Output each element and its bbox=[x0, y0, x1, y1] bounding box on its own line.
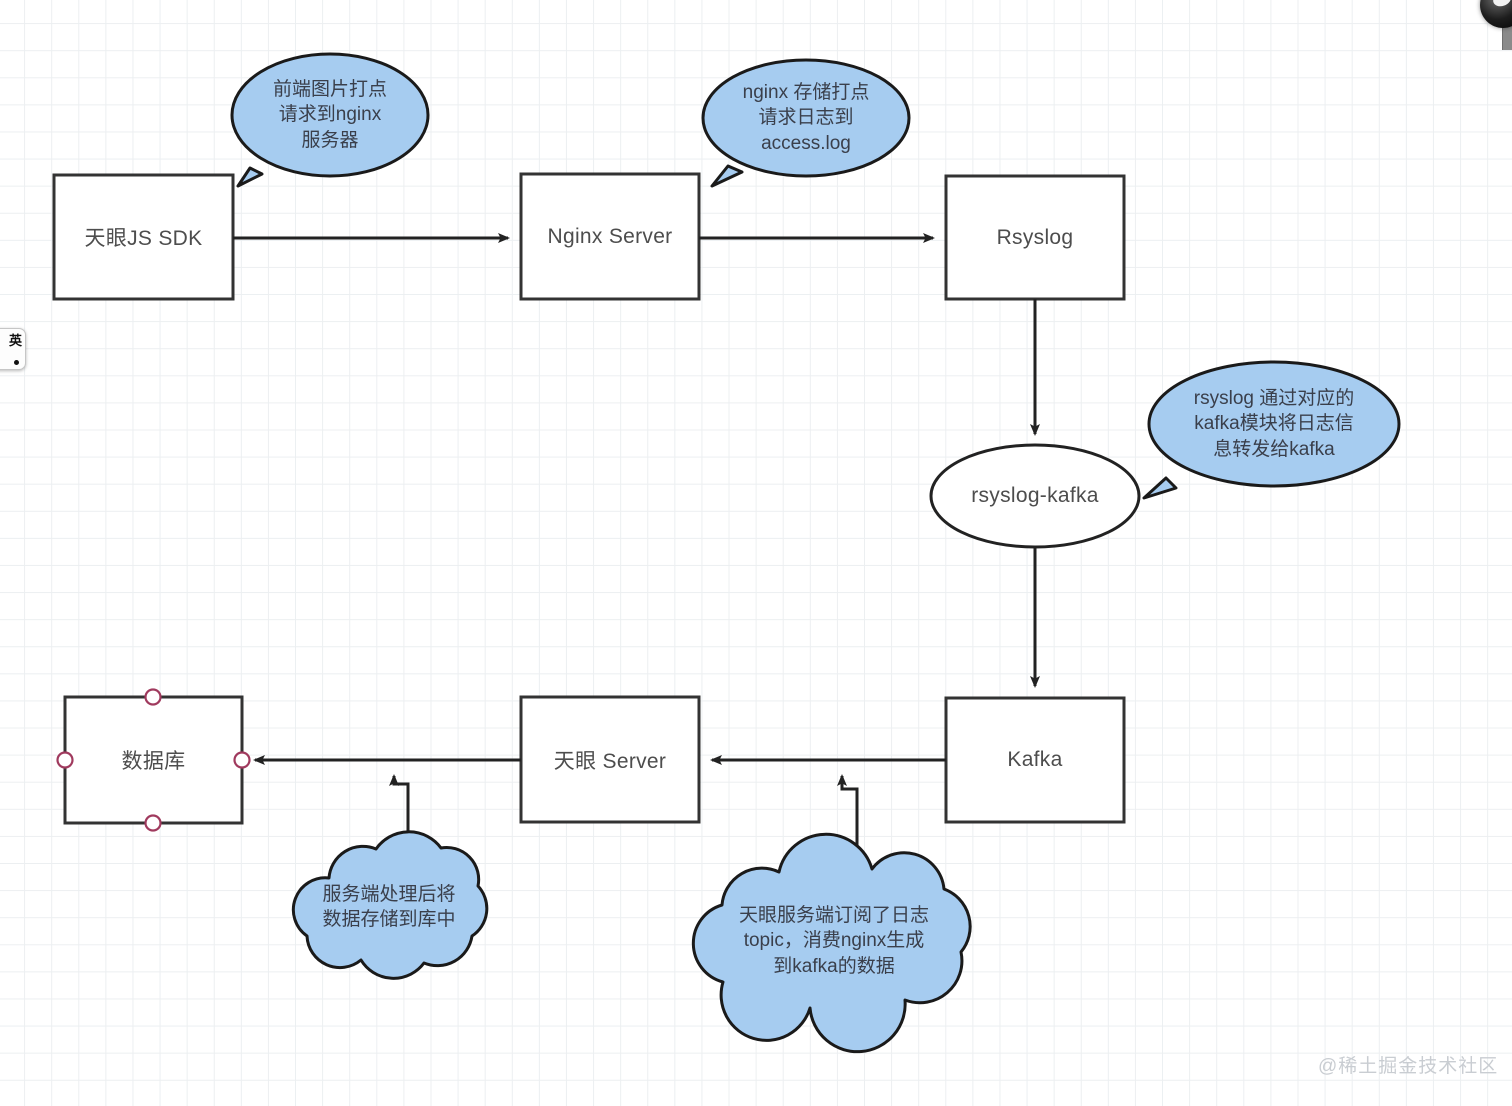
node-tianyan-server[interactable] bbox=[519, 695, 701, 824]
node-rsyslog-kafka[interactable] bbox=[929, 443, 1141, 549]
resize-handle-left[interactable] bbox=[56, 751, 74, 769]
ime-status-widget[interactable]: ✒ 英 m bbox=[0, 328, 26, 370]
resize-handle-right[interactable] bbox=[233, 751, 251, 769]
callout-server-store-db[interactable] bbox=[291, 830, 489, 980]
callout-rsyslog-forward[interactable] bbox=[1142, 360, 1401, 500]
ime-indicator-dot bbox=[14, 360, 19, 365]
callout-tianyan-subscribe-topic[interactable] bbox=[691, 832, 972, 1054]
callout-nginx-access-log[interactable] bbox=[701, 58, 911, 188]
edge-cloud-kafka-note[interactable] bbox=[837, 774, 859, 890]
node-nginx[interactable] bbox=[519, 172, 701, 301]
node-kafka[interactable] bbox=[944, 696, 1126, 824]
callout-frontend-tracking[interactable] bbox=[230, 52, 430, 188]
node-sdk[interactable] bbox=[52, 173, 235, 301]
ime-mode-label: 英 bbox=[8, 333, 22, 348]
resize-handle-top[interactable] bbox=[144, 688, 162, 706]
edge-cloud-db-note[interactable] bbox=[389, 774, 410, 861]
watermark: @稀土掘金技术社区 bbox=[1318, 1056, 1499, 1077]
node-rsyslog[interactable] bbox=[944, 174, 1126, 301]
resize-handle-bottom[interactable] bbox=[144, 814, 162, 832]
scroll-thumb[interactable] bbox=[1502, 24, 1512, 50]
node-database[interactable] bbox=[63, 695, 244, 825]
